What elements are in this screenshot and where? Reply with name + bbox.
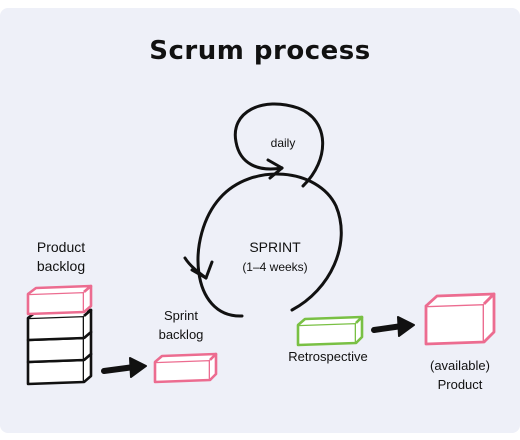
sprint-duration-label: (1–4 weeks) bbox=[242, 260, 308, 274]
product-box bbox=[424, 292, 496, 346]
sprint-backlog-label-line1: Sprint bbox=[164, 308, 198, 323]
backlog-item-pink-top bbox=[26, 284, 93, 316]
retrospective-box bbox=[296, 315, 364, 347]
arrow-to-sprint-backlog bbox=[101, 357, 147, 378]
daily-cycle-arrow bbox=[233, 102, 325, 188]
sprint-backlog-label-line2: backlog bbox=[158, 327, 204, 342]
product-backlog-label-line1: Product bbox=[36, 239, 86, 255]
product-backlog-label-line2: backlog bbox=[36, 258, 86, 274]
sprint-backlog-box bbox=[153, 352, 218, 384]
product-label-line2: Product bbox=[437, 377, 483, 392]
product-label-line1: (available) bbox=[430, 358, 490, 373]
diagram-title: Scrum process bbox=[149, 36, 371, 66]
arrow-to-product bbox=[371, 316, 415, 337]
daily-label: daily bbox=[270, 136, 296, 150]
retrospective-label: Retrospective bbox=[288, 349, 368, 364]
product-backlog-stack bbox=[26, 308, 93, 386]
sprint-label: SPRINT bbox=[249, 239, 301, 255]
